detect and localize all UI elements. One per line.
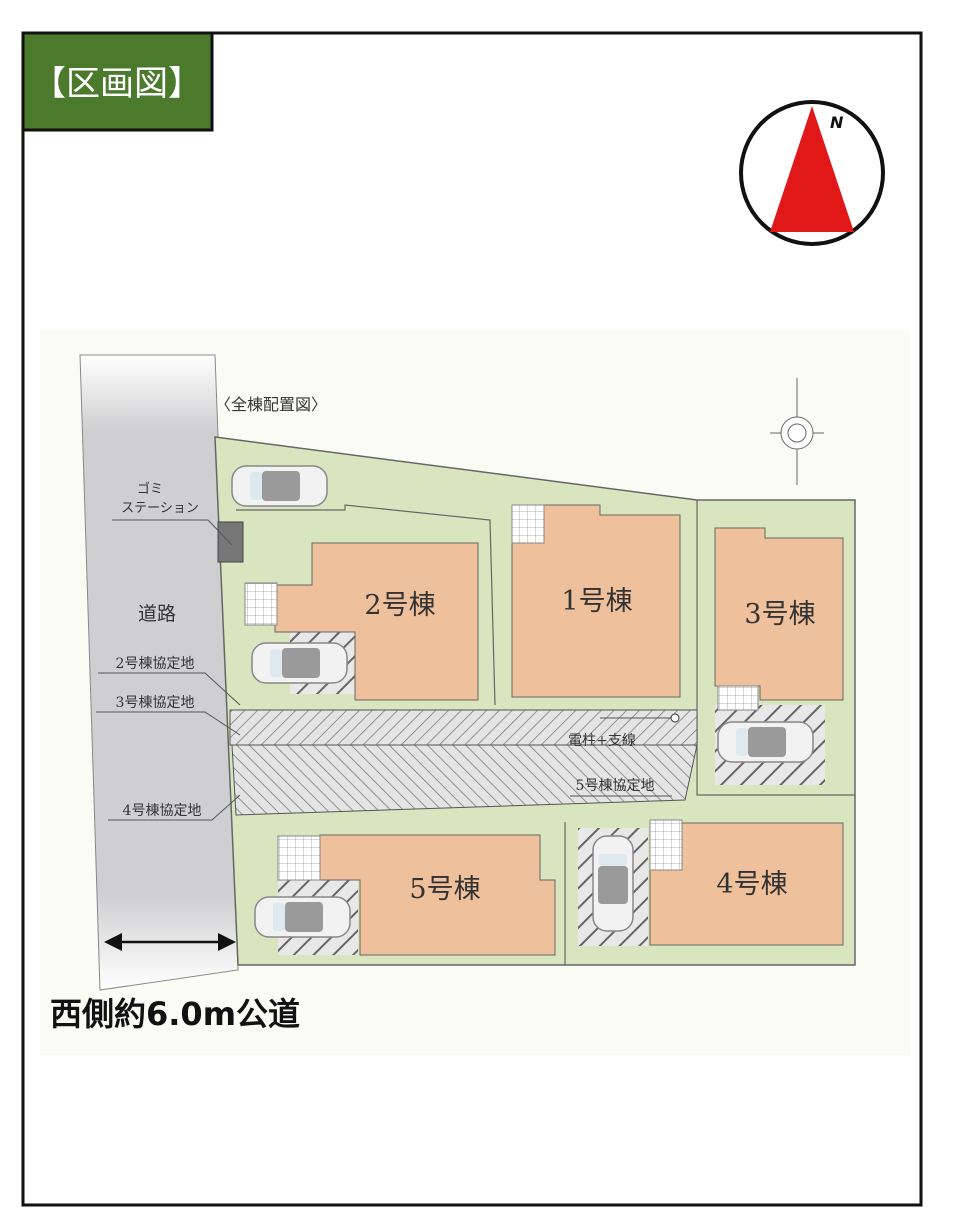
- north-compass-icon: N: [739, 100, 885, 246]
- entrance-4: [649, 819, 683, 871]
- car-icon: [231, 465, 328, 507]
- road-width-arrow-icon: [104, 933, 236, 951]
- road-label: 道路: [138, 603, 176, 625]
- house-4: [649, 822, 844, 946]
- entrance-3: [717, 685, 759, 711]
- agreement-label-4: 4号棟協定地: [123, 803, 202, 819]
- entrance-2: [244, 582, 278, 626]
- utility-pole-icon: [670, 713, 680, 723]
- house-4-label: 4号棟: [716, 869, 787, 900]
- agreement-label-3: 3号棟協定地: [116, 695, 195, 711]
- title-box: [21, 31, 214, 132]
- car-icon: [251, 642, 348, 684]
- lot-boundaries: [236, 500, 855, 965]
- entrance-5: [277, 835, 321, 881]
- house-1: [511, 504, 681, 698]
- house-2: [274, 542, 479, 701]
- utility-pole-label: 電柱+支線: [568, 733, 636, 749]
- agreement-label-2: 2号棟協定地: [116, 656, 195, 672]
- agreement-label-5: 5号棟協定地: [576, 778, 655, 794]
- compass-n-label: N: [830, 113, 844, 132]
- garbage-station: [217, 521, 244, 563]
- garbage-label-2: ステーション: [121, 501, 199, 516]
- car-icon: [717, 721, 814, 763]
- plan-caption: 〈全棟配置図〉: [215, 395, 327, 414]
- road-note: 西側約6.0m公道: [50, 995, 300, 1033]
- house-1-label: 1号棟: [561, 586, 632, 617]
- house-5-label: 5号棟: [409, 874, 480, 905]
- car-icon: [592, 835, 634, 932]
- entrance-1: [511, 504, 545, 544]
- small-compass-icon: [770, 378, 824, 485]
- house-2-label: 2号棟: [364, 590, 435, 621]
- garbage-label-1: ゴミ: [137, 481, 163, 497]
- driveway-lower: [231, 744, 698, 816]
- house-3-label: 3号棟: [744, 599, 815, 630]
- title: 【区画図】: [32, 64, 202, 104]
- car-icon: [254, 896, 351, 938]
- house-5: [319, 834, 556, 956]
